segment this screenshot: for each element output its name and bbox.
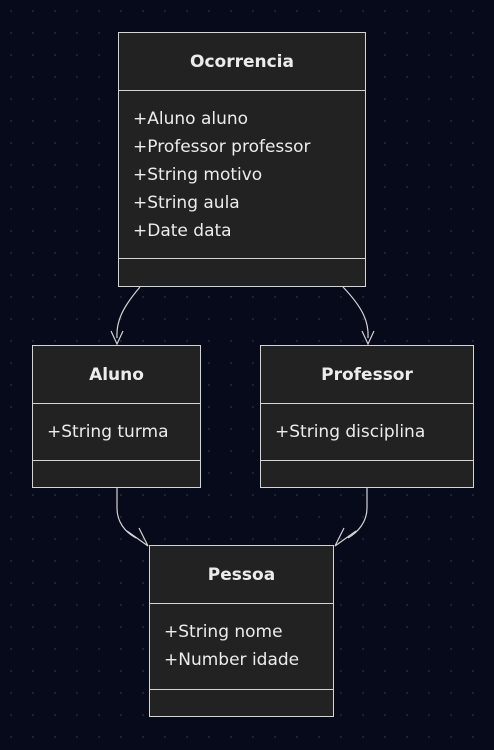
attribute: +String disciplina xyxy=(275,422,426,442)
relation-ocorrencia-aluno xyxy=(116,286,141,339)
class-ocorrencia: Ocorrencia +Aluno aluno +Professor profe… xyxy=(118,32,366,287)
attribute: +Professor professor xyxy=(133,137,311,157)
arrowhead-aluno xyxy=(110,330,124,346)
relation-professor-pessoa xyxy=(347,488,368,539)
relation-ocorrencia-professor xyxy=(342,286,369,339)
class-aluno: Aluno +String turma xyxy=(32,345,201,488)
arrowhead-professor xyxy=(361,330,375,346)
class-name: Aluno xyxy=(33,346,200,404)
attribute: +String turma xyxy=(47,422,169,442)
class-attributes: +String disciplina xyxy=(261,404,473,461)
class-name: Ocorrencia xyxy=(119,33,365,91)
attribute: +Date data xyxy=(133,221,232,241)
class-name: Pessoa xyxy=(150,546,333,604)
attribute: +String nome xyxy=(164,622,283,642)
class-attributes: +Aluno aluno +Professor professor +Strin… xyxy=(119,91,365,259)
relation-aluno-pessoa xyxy=(116,488,137,539)
class-name: Professor xyxy=(261,346,473,404)
class-attributes: +String nome +Number idade xyxy=(150,604,333,690)
attribute: +Number idade xyxy=(164,650,300,670)
attribute: +Aluno aluno xyxy=(133,109,249,129)
class-professor: Professor +String disciplina xyxy=(260,345,474,488)
inheritance-triangle-aluno xyxy=(126,527,149,547)
inheritance-triangle-professor xyxy=(334,527,357,547)
class-attributes: +String turma xyxy=(33,404,200,461)
class-pessoa: Pessoa +String nome +Number idade xyxy=(149,545,334,717)
attribute: +String motivo xyxy=(133,165,263,185)
attribute: +String aula xyxy=(133,193,240,213)
